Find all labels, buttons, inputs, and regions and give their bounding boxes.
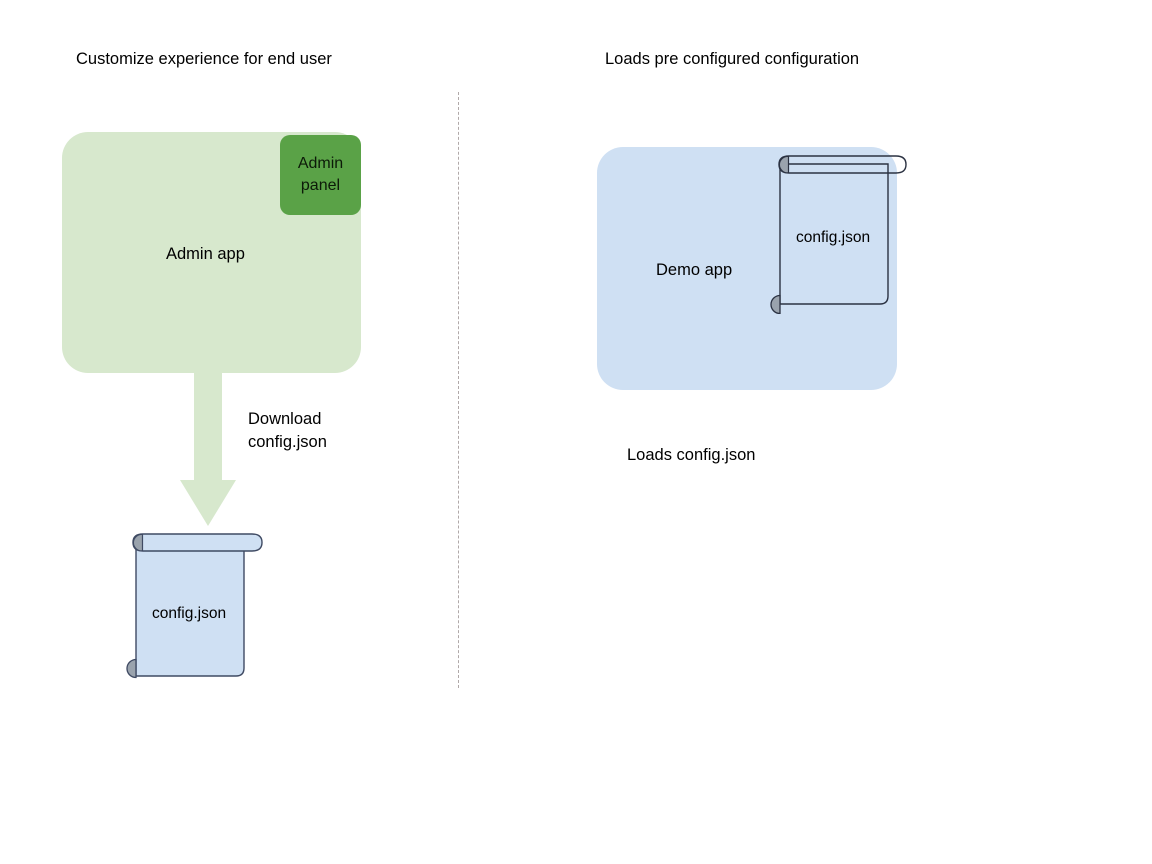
demo-app-box[interactable] bbox=[597, 147, 897, 390]
section-title-right: Loads pre configured configuration bbox=[605, 50, 860, 68]
config-json-document-right[interactable] bbox=[766, 152, 916, 314]
admin-panel-label: Admin panel bbox=[297, 155, 344, 194]
demo-app-label: Demo app bbox=[656, 261, 733, 279]
admin-app-label: Admin app bbox=[166, 245, 245, 263]
section-title-left: Customize experience for end user bbox=[76, 50, 332, 68]
document-top-curl-icon bbox=[778, 155, 790, 174]
document-body bbox=[135, 541, 245, 677]
document-top-curl-icon bbox=[132, 533, 144, 552]
config-json-label-right: config.json bbox=[796, 229, 871, 246]
download-config-label: Download config.json bbox=[248, 410, 327, 451]
config-json-label-left: config.json bbox=[152, 605, 227, 622]
config-json-document-left[interactable] bbox=[118, 528, 268, 690]
admin-panel-chip[interactable]: Admin panel bbox=[280, 135, 361, 215]
document-top-roll bbox=[778, 155, 907, 174]
loads-config-label: Loads config.json bbox=[627, 446, 756, 464]
document-bottom-curl-icon bbox=[770, 294, 781, 314]
document-body bbox=[779, 163, 889, 305]
document-top-roll bbox=[132, 533, 263, 552]
document-bottom-curl-icon bbox=[126, 658, 137, 679]
vertical-dashed-divider bbox=[458, 92, 459, 688]
download-arrow-icon bbox=[180, 368, 236, 526]
